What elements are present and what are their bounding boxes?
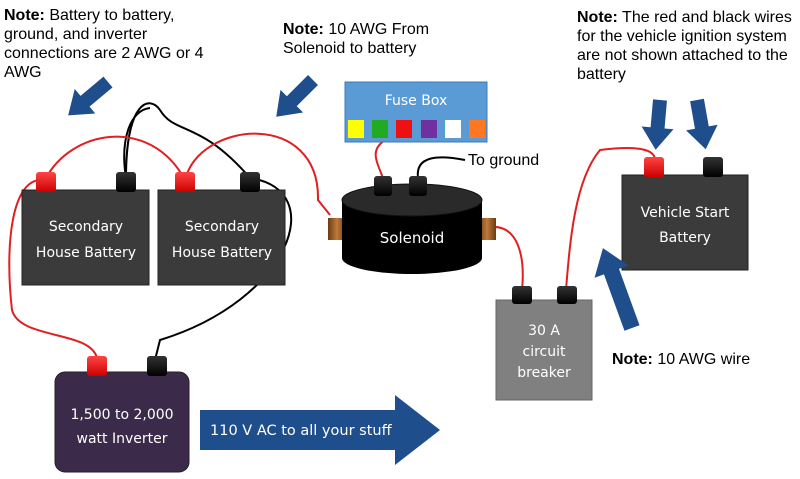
vehicle-start-battery: Vehicle Start Battery	[621, 157, 749, 271]
fuse-box-label: Fuse Box	[385, 93, 448, 109]
battery2-label-line2: House Battery	[172, 245, 272, 261]
wire-breaker-start	[565, 147, 656, 291]
note3-prefix: Note:	[577, 9, 618, 26]
secondary-house-battery-1: Secondary House Battery	[21, 172, 150, 286]
note3-arrow-left	[641, 99, 674, 150]
secondary-house-battery-2: Secondary House Battery	[157, 172, 286, 286]
inverter: 1,500 to 2,000 watt Inverter	[54, 356, 190, 473]
solenoid-right-stud	[478, 218, 496, 240]
inverter-label-line2: watt Inverter	[77, 431, 168, 447]
note2-arrow	[276, 75, 318, 117]
circuit-breaker: 30 A circuit breaker	[495, 286, 593, 401]
start-battery-label-line1: Vehicle Start	[641, 205, 730, 221]
note3-text: The red and black wires for the vehicle …	[577, 9, 792, 83]
inverter-label-line1: 1,500 to 2,000	[70, 407, 173, 423]
battery1-positive-terminal	[36, 172, 56, 192]
start-battery-negative-terminal	[703, 157, 723, 177]
fuse-red	[396, 120, 412, 138]
note-solenoid-gauge: Note: 10 AWG From Solenoid to battery	[283, 20, 473, 58]
ac-output-arrow: 110 V AC to all your stuff	[200, 395, 440, 465]
wire-b1neg-up	[123, 107, 151, 179]
solenoid-left-stud	[328, 218, 346, 240]
note2-prefix: Note:	[283, 21, 324, 38]
note-arrows	[68, 75, 718, 331]
wire-b1neg-b2neg	[125, 102, 251, 179]
breaker-terminal-left	[512, 286, 532, 304]
to-ground-label: To ground	[468, 152, 539, 169]
fuse-white	[445, 120, 461, 138]
wire-b2pos-solenoid	[184, 132, 331, 216]
note1-arrow	[68, 76, 113, 116]
note4-prefix: Note:	[612, 351, 653, 368]
solenoid-post-left	[374, 176, 392, 196]
inverter-negative-terminal	[147, 356, 167, 376]
note-ignition-wires: Note: The red and black wires for the ve…	[577, 8, 799, 84]
note1-text: Battery to battery, ground, and inverter…	[4, 7, 204, 81]
breaker-label-line3: breaker	[517, 365, 571, 381]
solenoid: Solenoid	[328, 176, 496, 274]
note2-text: 10 AWG From Solenoid to battery	[283, 21, 430, 57]
fuse-purple	[421, 120, 437, 138]
fuse-green	[372, 120, 388, 138]
fuse-orange	[469, 120, 485, 138]
battery1-negative-terminal	[116, 172, 136, 192]
breaker-terminal-right	[557, 286, 577, 304]
battery1-label-line1: Secondary	[49, 219, 123, 235]
wire-b1pos-b2pos	[44, 135, 186, 181]
wire-solenoid-ground	[416, 156, 466, 179]
start-battery-positive-terminal	[644, 157, 664, 177]
fuse-yellow	[348, 120, 364, 138]
battery2-negative-terminal	[240, 172, 260, 192]
note1-prefix: Note:	[4, 7, 45, 24]
note-battery-wiring: Note: Battery to battery, ground, and in…	[4, 6, 232, 82]
solenoid-post-right	[409, 176, 427, 196]
inverter-positive-terminal	[87, 356, 107, 376]
note3-arrow-right	[686, 98, 718, 150]
start-battery-label-line2: Battery	[659, 230, 711, 246]
breaker-label-line2: circuit	[523, 344, 566, 360]
note-breaker-gauge: Note: 10 AWG wire	[612, 350, 752, 369]
ac-output-label: 110 V AC to all your stuff	[210, 423, 393, 439]
solenoid-label: Solenoid	[380, 229, 444, 247]
note4-arrow	[594, 248, 640, 331]
wire-fuse-solenoid	[374, 139, 386, 179]
breaker-label-line1: 30 A	[528, 323, 560, 339]
note4-text: 10 AWG wire	[652, 351, 751, 368]
fuse-box: Fuse Box	[344, 81, 488, 143]
battery2-label-line1: Secondary	[185, 219, 259, 235]
battery1-label-line2: House Battery	[36, 245, 136, 261]
battery2-positive-terminal	[175, 172, 195, 192]
